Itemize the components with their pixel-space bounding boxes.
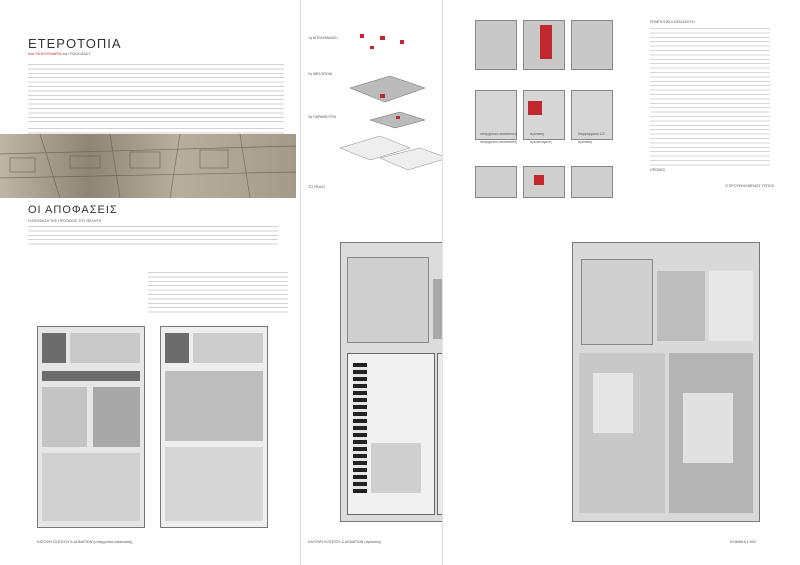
step-label-1: 1η ΑΠΟΛΥΜΑΝΣΗ: [308, 36, 338, 40]
axonometric-diagram: [339, 34, 449, 171]
panel3-caption: ΚΛΙΜΑΚΑ 1:500: [730, 540, 756, 544]
row-label-5: διαγράμματα 1/2: [578, 132, 605, 136]
step-label-2: 2η ΜΕΣΟΠΟΙΑ: [308, 72, 333, 76]
panel-1: ΕΤΕΡΟΤΟΠΙΑ στα ΤΑ ΚΟΥΜΑΡΙΑ του FOUCAULT …: [0, 0, 299, 565]
panel2-caption: ΚΑΤΟΨΗ ΙΣΟΓΕΙΟΥ & ΔΩΜΑΤΙΩΝ (πρόταση): [308, 540, 381, 544]
panel-divider-1: [300, 0, 301, 565]
panel1-caption: ΚΑΤΟΨΗ ΙΣΟΓΕΙΟΥ & ΔΩΜΑΤΙΩΝ (υπάρχουσα κα…: [37, 540, 133, 544]
plan-proposed-b: [572, 242, 760, 522]
row-label-3: υπάρχουσα κατάσταση: [480, 140, 517, 144]
decisions-text-block: [28, 224, 278, 246]
step-label-3: 3η ΠΑΡΑΜΕΤΡΟΙ: [308, 115, 337, 119]
legend-title: ΡΟΜΠΟΤΙΚΟΙ ΚΑΤΑΣΚΕΥΗ: [650, 20, 695, 24]
historic-map-lines: [0, 134, 296, 198]
row-label-2: πρόταση: [530, 132, 545, 136]
panel-divider-2: [442, 0, 443, 565]
row-label-1: υπάρχουσα κατάσταση: [480, 132, 517, 136]
notes-text-block: [148, 270, 288, 314]
legend-text-block: [650, 26, 770, 166]
panel2-bottom-label: ΤΟ ΠΕΔΙΟ: [308, 185, 326, 189]
subtitle-gray: του FOUCAULT: [62, 51, 91, 56]
subtitle-red: στα ΤΑ ΚΟΥΜΑΡΙΑ: [28, 51, 62, 56]
diagram-grid: [475, 20, 615, 198]
intro-text-block: [28, 62, 284, 122]
row-label-6: πρόταση: [578, 140, 593, 144]
historic-map-image: [0, 134, 296, 198]
poster-subtitle: στα ΤΑ ΚΟΥΜΑΡΙΑ του FOUCAULT: [28, 51, 91, 56]
poster-title: ΕΤΕΡΟΤΟΠΙΑ: [28, 36, 122, 51]
row-label-4: προτεινόμενη: [530, 140, 552, 144]
decisions-subtitle: Η ΑΠΟΦΑΣΗ ΤΗΣ ΠΡΟΤΑΣΗΣ ΤΟΥ ΘΕΛΗΤΗ: [28, 219, 102, 223]
legend-footer-red: Ο ΠΡΟΤΕΙΝΟΜΕΝΟΣ ΤΟΠΟΣ: [725, 184, 775, 188]
decisions-title: ΟΙ ΑΠΟΦΑΣΕΙΣ: [28, 204, 118, 216]
legend-red-note: ΟΡΙΣΜΟΙ: [650, 168, 666, 172]
plan-existing-b: [160, 326, 268, 528]
plan-existing-a: [37, 326, 145, 528]
